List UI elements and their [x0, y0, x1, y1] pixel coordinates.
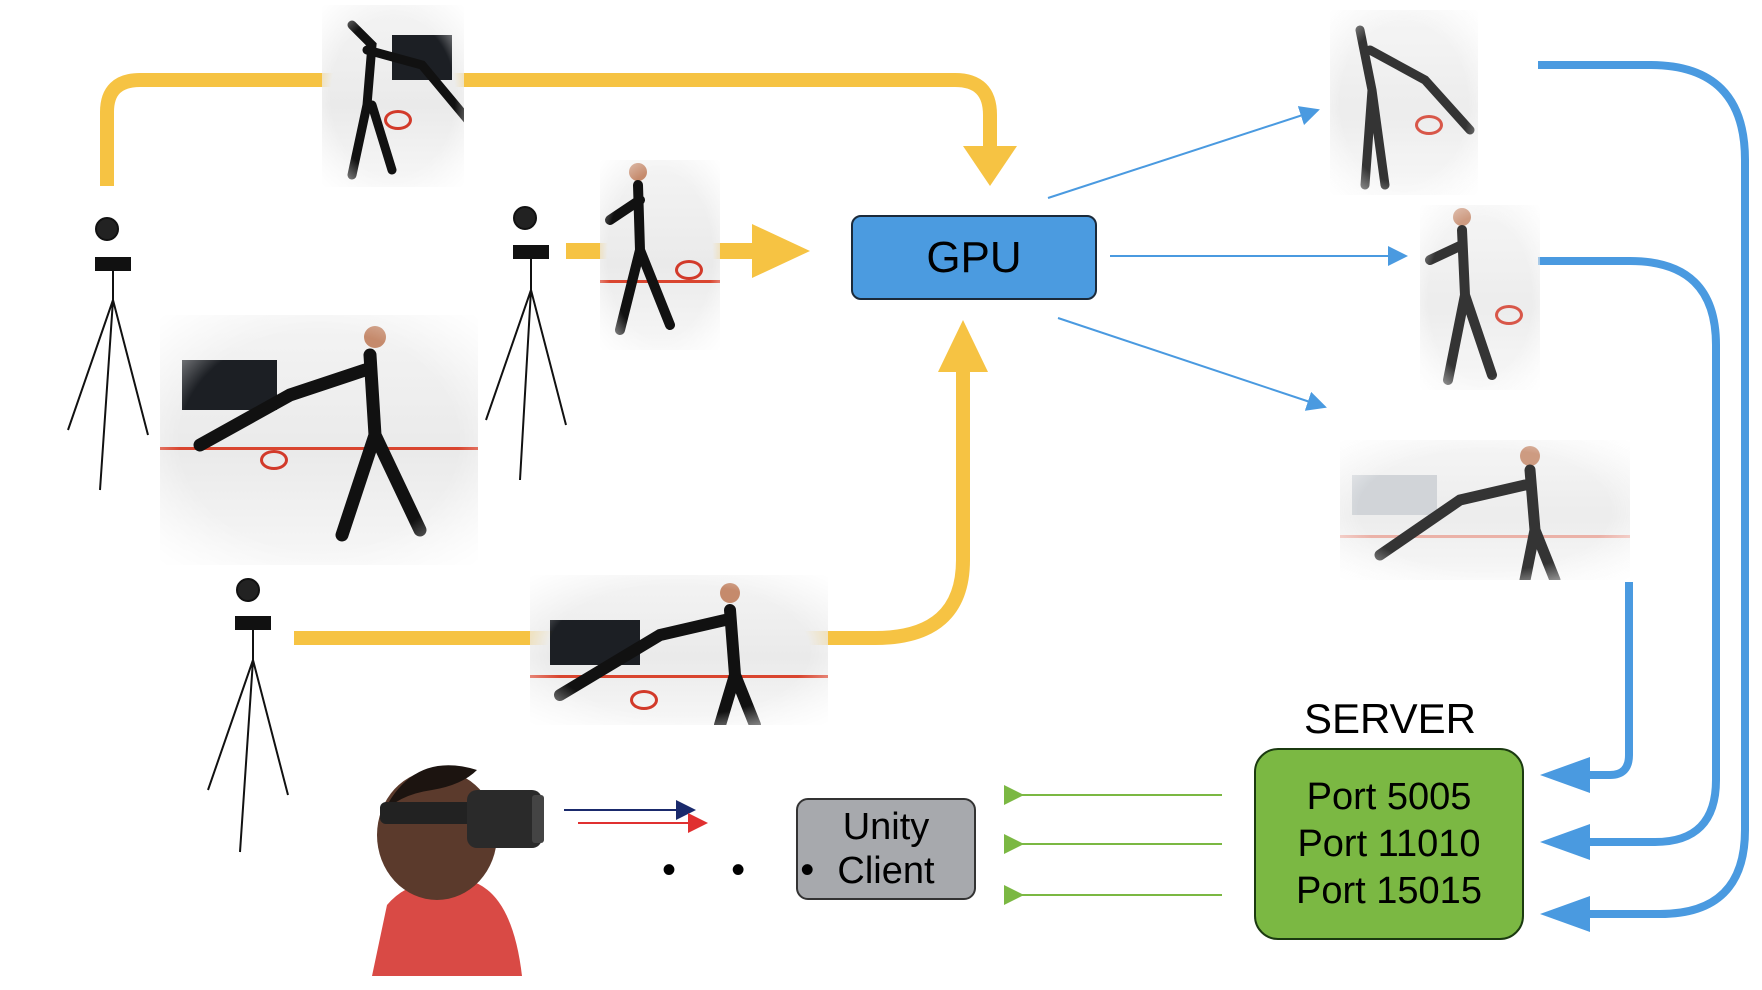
server-feed-outer-head	[1540, 896, 1590, 932]
unity-client-node: Unity Client	[796, 798, 976, 900]
camera-tripod-3	[207, 578, 289, 853]
server-feed-middle-head	[1540, 824, 1590, 860]
output-frame-2	[1420, 205, 1540, 390]
capture-arrow-top	[100, 73, 997, 186]
capture-arrowhead-top	[963, 146, 1017, 186]
server-node: Port 5005 Port 11010 Port 15015	[1254, 748, 1524, 940]
camera-tripod-2	[485, 206, 567, 481]
server-feed-outer	[1538, 61, 1749, 918]
unity-client-label-line2: Client	[837, 850, 935, 892]
capture-arrow-bottom	[294, 365, 970, 645]
camera-frame-main	[160, 315, 478, 565]
gpu-output-arrow-1	[1047, 106, 1320, 199]
camera-frame-middle	[600, 160, 720, 350]
output-frame-3	[1340, 440, 1630, 580]
vr-user-image	[372, 740, 560, 976]
gpu-label: GPU	[926, 232, 1022, 282]
server-port-2: Port 11010	[1297, 822, 1481, 865]
unity-client-label-line1: Unity	[842, 806, 930, 848]
server-feed-inner	[1580, 582, 1633, 779]
capture-arrowhead-middle	[752, 224, 810, 278]
output-frame-1	[1330, 10, 1478, 195]
server-port-3: Port 15015	[1296, 869, 1482, 912]
camera-frame-top	[322, 5, 464, 187]
capture-arrowhead-bottom	[938, 320, 988, 372]
gpu-output-arrow-3	[1057, 317, 1327, 411]
camera-frame-bottom	[530, 575, 828, 725]
server-title: SERVER	[1304, 695, 1476, 742]
server-feed-inner-head	[1540, 757, 1590, 793]
server-feed-middle	[1538, 257, 1720, 846]
gpu-node: GPU	[851, 215, 1097, 300]
vr-user-illustration	[372, 765, 544, 976]
camera-tripod-1	[67, 217, 149, 491]
more-clients-ellipsis: • • •	[662, 848, 837, 892]
server-port-1: Port 5005	[1306, 775, 1472, 818]
